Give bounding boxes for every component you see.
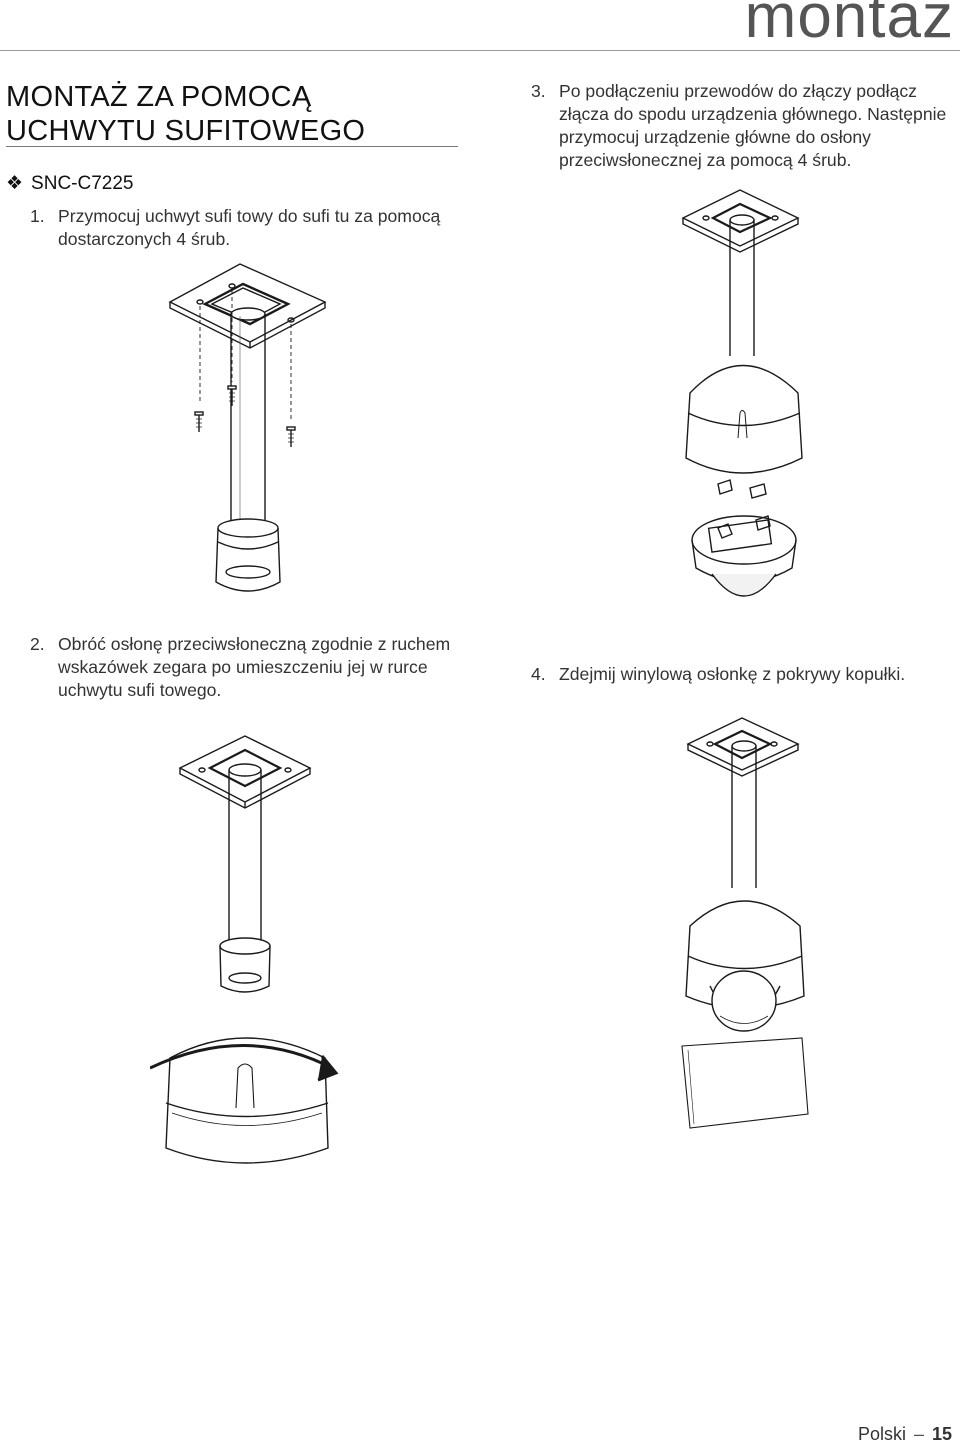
vinyl-sheet-icon bbox=[681, 1037, 809, 1129]
step-1: 1. Przymocuj uchwyt sufi towy do sufi tu… bbox=[30, 205, 470, 251]
section-title: MONTAŻ ZA POMOCĄ UCHWYTU SUFITOWEGO bbox=[6, 80, 458, 148]
figure-1-ceiling-bracket bbox=[160, 262, 340, 597]
figure-2-rotate-shield bbox=[150, 728, 355, 1173]
step-text: Zdejmij winylową osłonkę z pokrywy kopuł… bbox=[559, 664, 906, 684]
step-number: 1. bbox=[30, 206, 45, 226]
connector-icon bbox=[717, 479, 767, 499]
clockwise-arrow-icon bbox=[150, 1044, 339, 1082]
page-number: 15 bbox=[931, 1424, 952, 1444]
section-rule bbox=[6, 146, 458, 147]
step-4: 4. Zdejmij winylową osłonkę z pokrywy ko… bbox=[531, 663, 951, 686]
mount-plate-icon bbox=[168, 263, 327, 349]
chapter-title: montaż bbox=[744, 0, 954, 51]
figure-4-remove-vinyl bbox=[670, 716, 830, 1136]
diamond-bullet-icon: ❖ bbox=[6, 173, 24, 194]
dome-camera-icon bbox=[691, 515, 797, 597]
step-3: 3. Po podłączeniu przewodów do złączy po… bbox=[531, 80, 951, 172]
section-title-line1: MONTAŻ ZA POMOCĄ bbox=[6, 81, 312, 113]
screw-guide-lines bbox=[199, 290, 292, 422]
pipe-icon bbox=[729, 214, 755, 356]
page-footer: Polski – 15 bbox=[858, 1424, 952, 1445]
step-2: 2. Obróć osłonę przeciwsłoneczną zgodnie… bbox=[30, 633, 470, 702]
sun-shield-icon bbox=[685, 364, 803, 474]
step-text: Przymocuj uchwyt sufi towy do sufi tu za… bbox=[58, 206, 441, 249]
pipe-icon bbox=[228, 763, 262, 942]
header-rule bbox=[0, 50, 960, 51]
step-text: Po podłączeniu przewodów do złączy podłą… bbox=[559, 81, 947, 170]
screw-icon bbox=[194, 385, 296, 447]
pipe-coupler-icon bbox=[219, 937, 271, 993]
figure-3-attach-unit bbox=[678, 188, 818, 618]
dome-cover-icon bbox=[709, 970, 781, 1032]
step-text: Obróć osłonę przeciwsłoneczną zgodnie z … bbox=[58, 634, 451, 700]
step-number: 3. bbox=[531, 81, 546, 101]
model-name: SNC-C7225 bbox=[31, 172, 134, 194]
footer-language: Polski bbox=[857, 1424, 906, 1444]
pipe-coupler-icon bbox=[215, 518, 281, 592]
section-title-line2: UCHWYTU SUFITOWEGO bbox=[6, 115, 366, 147]
step-number: 2. bbox=[30, 634, 45, 654]
model-line: ❖ SNC-C7225 bbox=[6, 172, 133, 195]
footer-separator: – bbox=[913, 1424, 924, 1444]
pipe-icon bbox=[731, 740, 757, 888]
step-number: 4. bbox=[531, 664, 546, 684]
sun-shield-icon bbox=[165, 1037, 329, 1164]
pipe-icon bbox=[230, 307, 266, 524]
